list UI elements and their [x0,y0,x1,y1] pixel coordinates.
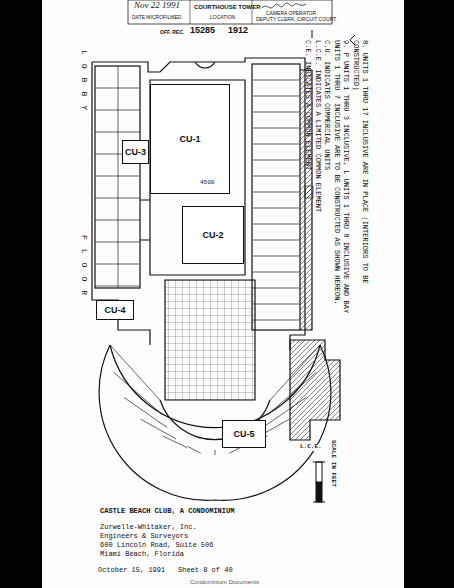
sheet-number: Sheet 8 of 40 [178,567,233,575]
record-number: 1912 [228,26,248,36]
note-line: C.U. INDICATES COMMERCIAL UNITS [322,40,331,330]
record-number: 15285 [190,26,215,36]
unit-box: CU-4 [96,300,134,320]
unit-label: CU-5 [233,429,254,439]
unit-label: CU-1 [179,134,200,144]
notes-block: 8. UNITS 1 THRU 17 INCLUSIVE ARE IN PLAC… [303,40,369,330]
stamp-field: CAMERA OPERATOR [266,11,316,17]
note-line: C.E. INDICATES A COMMON ELEMENT [303,40,312,330]
floor-label: FLOOR [79,235,88,304]
title-text: CASTLE BEACH CLUB, A CONDOMINIUM [100,508,234,516]
unit-box: CU-3 [122,140,149,164]
firm-text: Engineers & Surveyors [100,533,188,541]
firm-text: Zurwelle-Whitaker, Inc. [100,524,197,532]
floor-label: LOBBY [79,50,88,119]
stamp-field: LOCATION [210,15,235,21]
unit-label: CU-3 [125,147,146,157]
unit-label: CU-2 [202,230,223,240]
note-line: 8. UNITS 1 THRU 17 INCLUSIVE ARE IN PLAC… [350,40,369,330]
date-text: October 15, 1991 [98,567,165,575]
note-line: 9. P UNITS 1 THRU 3 INCLUSIVE, L UNITS 1… [331,40,350,330]
firm-text: 600 Lincoln Road, Suite 506 [100,542,213,550]
unit-box: CU-2 [182,206,244,264]
stamp-text: COURTHOUSE TOWER [194,4,261,11]
dimension: 4500 [200,180,214,187]
unit-box: CU-5 [222,420,266,448]
unit-box: CU-1 [150,84,230,194]
scale-label: SCALE IN FEET [329,440,336,487]
firm-text: Miami Beach, Florida [100,551,184,559]
record-label: OFF. REC. [160,30,184,36]
area-label: L.C.E. [300,444,322,451]
stamp-field: DATE MICROFILMED [132,15,181,21]
note-line: L.C.E. INDICATES A LIMITED COMMON ELEMEN… [312,40,321,330]
footer-text: Condominium Documents [190,579,259,586]
stamp-date: Nov 22 1991 [134,1,180,11]
stamp-field: DEPUTY CLERK, CIRCUIT COURT [256,17,336,23]
unit-label: CU-4 [104,305,125,315]
